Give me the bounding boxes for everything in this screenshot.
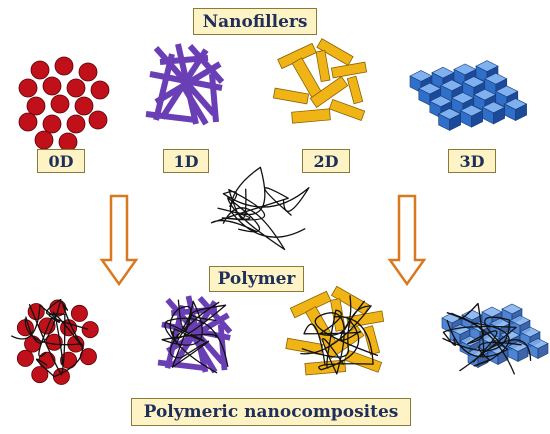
sphere-particle [88,110,108,130]
sphere-particle [38,351,56,369]
rod-filler [159,55,209,65]
composite-3d [441,302,549,375]
cube-filler [537,343,549,359]
sphere-particle [78,62,98,82]
cube-filler [493,106,505,125]
sphere-particle [81,321,99,339]
rod-filler [209,73,219,123]
rod-filler [179,82,209,126]
sphere-particle [42,114,62,134]
sphere-particle [16,349,34,367]
two-d-flakes [272,38,368,124]
arrows [99,194,427,287]
composite-2d [285,285,385,376]
label-1d: 1D [163,149,209,173]
composite-1d [157,295,233,374]
flake-filler [330,61,368,79]
cube-filler [449,113,461,131]
sphere-particle [18,78,38,98]
rod-filler [197,296,233,334]
polymer-chain [442,302,532,375]
sphere-particle [54,56,74,76]
polymer-chain [161,299,229,374]
sphere-particle [30,60,50,80]
one-d-rods [145,43,225,126]
cube-filler [515,103,527,122]
sphere-particle [34,130,54,150]
sphere-particle [66,114,86,134]
flake-filler [362,325,381,356]
flake-filler [316,38,354,66]
label-0d: 0D [37,149,85,173]
flake-filler [315,49,331,83]
rod-filler [187,44,225,84]
three-d-cubes [409,60,528,131]
flake-filler [309,76,349,108]
polymer-chain [210,166,310,251]
sphere-particle [42,76,62,96]
polymer-label: Polymer [209,266,304,292]
sphere-particle [70,304,88,322]
rod-filler [153,53,175,121]
sphere-particle [90,80,110,100]
rod-filler [157,359,206,372]
cube-filler [471,110,483,128]
right-down-arrow [387,194,427,287]
flake-filler [272,87,310,105]
sphere-particle [66,78,86,98]
label-2d: 2D [302,149,350,173]
sphere-particle [26,96,46,116]
polymer-chain [300,295,379,375]
sphere-particle [31,366,49,384]
sphere-particle [18,112,38,132]
rod-filler [189,332,218,374]
nanofillers-title: Nanofillers [193,8,317,35]
cube-filler [517,346,529,362]
zero-d-spheres [18,56,110,152]
label-3d: 3D [448,149,496,173]
sphere-particle [50,94,70,114]
rod-filler [145,111,197,123]
nanocomposite-row [11,285,549,385]
sphere-particle [74,96,94,116]
polymer-chain [11,298,89,378]
left-down-arrow [99,194,139,287]
nanocomposites-label: Polymeric nanocomposites [131,398,411,426]
flake-filler [291,108,331,124]
composite-0d [11,298,99,385]
flake-filler [328,98,366,122]
polymer-coil [210,166,310,251]
flake-filler [346,75,364,105]
